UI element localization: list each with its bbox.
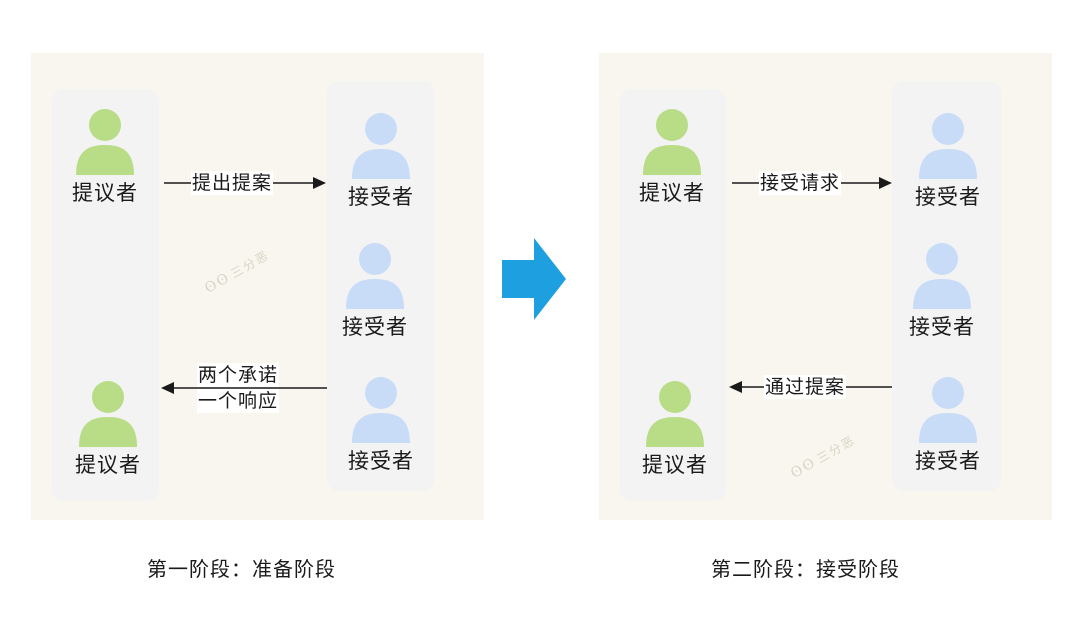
message-label: 通过提案	[764, 375, 847, 399]
user-icon	[919, 377, 977, 443]
message-label: 接受请求	[759, 171, 842, 195]
user-icon	[352, 113, 410, 179]
acceptor-3: 接受者	[893, 377, 1003, 475]
user-icon	[913, 243, 971, 309]
user-icon	[79, 381, 137, 447]
user-icon	[76, 109, 134, 175]
chat-bubble-icon: ʘʘ	[788, 454, 820, 482]
message-propose: 提出提案	[164, 171, 326, 221]
proposer-label: 提议者	[75, 453, 141, 477]
acceptor-1: 接受者	[893, 113, 1003, 211]
phase1-caption: 第一阶段：准备阶段	[147, 557, 336, 581]
user-icon	[346, 243, 404, 309]
acceptor-label: 接受者	[909, 315, 975, 339]
watermark: ʘʘ三分恶	[202, 247, 272, 297]
acceptor-2: 接受者	[887, 243, 997, 341]
message-accept-request: 接受请求	[732, 171, 892, 221]
proposer-top: 提议者	[50, 109, 160, 207]
watermark: ʘʘ三分恶	[788, 432, 858, 482]
user-icon	[643, 109, 701, 175]
proposer-label: 提议者	[72, 181, 138, 205]
proposer-top: 提议者	[617, 109, 727, 207]
left-arrow-icon	[161, 382, 327, 394]
message-label-line1: 两个承诺	[197, 363, 280, 387]
phase1-panel: 提议者 提议者 接受者 接受者 接受者	[31, 53, 484, 520]
acceptor-label: 接受者	[915, 449, 981, 473]
phase2-caption: 第二阶段：接受阶段	[711, 557, 900, 581]
acceptor-label: 接受者	[915, 185, 981, 209]
proposer-label: 提议者	[642, 453, 708, 477]
acceptor-2: 接受者	[320, 243, 430, 341]
chat-bubble-icon: ʘʘ	[202, 269, 234, 297]
phase2-panel: 提议者 提议者 接受者 接受者 接受者	[599, 53, 1052, 520]
user-icon	[919, 113, 977, 179]
proposer-bottom: 提议者	[620, 381, 730, 479]
acceptor-3: 接受者	[326, 377, 436, 475]
acceptor-label: 接受者	[348, 449, 414, 473]
acceptor-label: 接受者	[348, 185, 414, 209]
message-label: 提出提案	[191, 171, 274, 195]
proposer-bottom: 提议者	[53, 381, 163, 479]
proposer-label: 提议者	[639, 181, 705, 205]
message-proposal-passed: 通过提案	[729, 375, 892, 425]
user-icon	[646, 381, 704, 447]
message-reply: 两个承诺 一个响应	[161, 363, 327, 413]
transition-arrow-icon	[502, 238, 566, 320]
message-label-line2: 一个响应	[197, 389, 280, 413]
acceptor-1: 接受者	[326, 113, 436, 211]
acceptor-label: 接受者	[342, 315, 408, 339]
user-icon	[352, 377, 410, 443]
